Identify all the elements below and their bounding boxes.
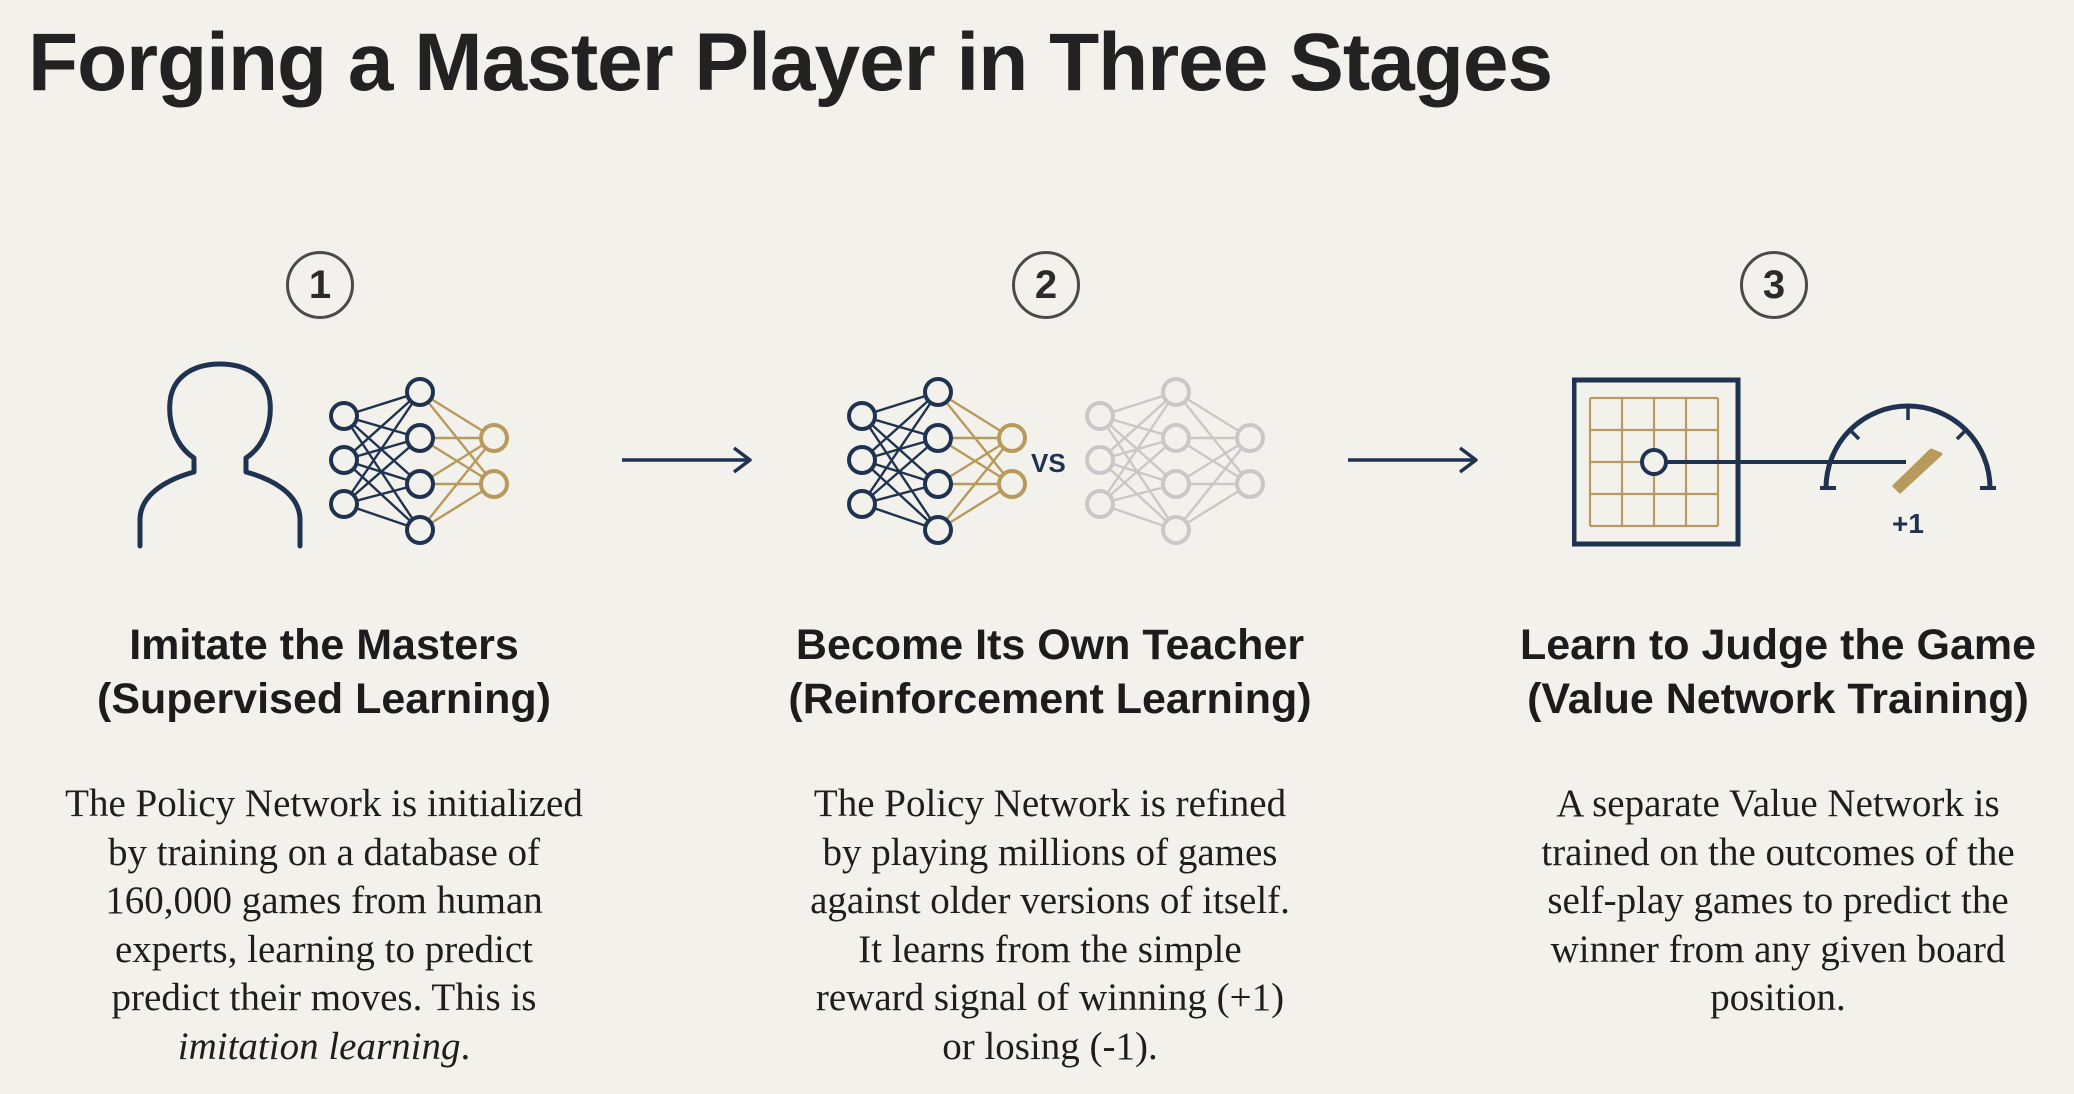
network-edge: [1099, 391, 1177, 461]
network-node: [1161, 515, 1191, 545]
stage-1: 1 Imitate the Masters (Supervised Learni…: [4, 0, 644, 1094]
stage-heading-line: Imitate the Masters: [129, 621, 519, 669]
network-node: [1085, 489, 1115, 519]
network-edge: [861, 437, 939, 505]
faded-neural-network-icon: [1085, 377, 1265, 545]
arrow-right-icon: [622, 446, 752, 474]
network-node: [1235, 469, 1265, 499]
network-node: [923, 423, 953, 453]
description-line: by playing millions of games: [822, 830, 1278, 874]
stage-description: A separate Value Network is trained on t…: [1458, 780, 2074, 1023]
network-node: [405, 377, 435, 407]
description-line: A separate Value Network is: [1556, 782, 2000, 825]
network-node: [923, 469, 953, 499]
person-silhouette-icon: [137, 361, 303, 549]
network-node: [1161, 469, 1191, 499]
gauge-value-label: +1: [1892, 508, 1924, 539]
neural-network-icon: [847, 377, 1027, 545]
network-edge: [861, 391, 939, 461]
description-line: 160,000 games from human: [105, 879, 543, 922]
network-node: [847, 489, 877, 519]
network-node: [405, 423, 435, 453]
gauge-icon: [1820, 403, 1996, 494]
stage-number-badge: 2: [1012, 251, 1080, 319]
description-end: .: [460, 1024, 471, 1068]
description-line: The Policy Network is refined: [813, 782, 1287, 825]
network-node: [405, 515, 435, 545]
description-emphasis: imitation learning: [177, 1024, 461, 1068]
description-line: reward signal of winning (+1): [815, 976, 1285, 1019]
network-edge: [419, 437, 495, 531]
description-line: trained on the outcomes of the: [1541, 830, 2015, 874]
stage-heading: Imitate the Masters (Supervised Learning…: [4, 618, 644, 726]
stage-heading-line: Become Its Own Teacher: [795, 621, 1305, 669]
description-line: by training on a database of: [107, 830, 541, 874]
network-node: [1085, 401, 1115, 431]
description-line: against older versions of itself.: [810, 879, 1290, 922]
description-line: or losing (-1).: [942, 1024, 1158, 1068]
network-edge: [343, 391, 421, 461]
network-node: [1235, 423, 1265, 453]
network-node: [997, 469, 1027, 499]
stage-heading-line: (Reinforcement Learning): [788, 675, 1312, 723]
description-line: position.: [1710, 976, 1846, 1019]
network-edge: [343, 437, 421, 505]
network-node: [1161, 423, 1191, 453]
go-board-icon: [1572, 377, 1906, 547]
stage-heading-line: Learn to Judge the Game: [1519, 621, 2037, 669]
neural-network-icon: [329, 377, 509, 545]
network-node: [479, 469, 509, 499]
network-node: [1161, 377, 1191, 407]
stage-heading: Learn to Judge the Game (Value Network T…: [1458, 618, 2074, 726]
network-edge: [1099, 391, 1177, 505]
description-line: imitation learning.: [4, 1023, 644, 1072]
vs-label: VS: [1031, 448, 1066, 478]
description-line: experts, learning to predict: [114, 927, 533, 971]
network-node: [997, 423, 1027, 453]
stage-heading: Become Its Own Teacher (Reinforcement Le…: [730, 618, 1370, 726]
stage-heading-line: (Value Network Training): [1527, 675, 2029, 723]
network-edge: [937, 437, 1013, 531]
arrow-right-icon: [1348, 446, 1478, 474]
network-edge: [1175, 437, 1251, 531]
stage-3: 3 +1 Learn to Judge the Game (Value Netw…: [1458, 0, 2074, 1094]
stage-number-badge: 3: [1740, 251, 1808, 319]
stage-number-badge: 1: [286, 251, 354, 319]
network-node: [405, 469, 435, 499]
network-node: [329, 489, 359, 519]
network-edge: [343, 391, 421, 505]
stage-2: 2 VS Become Its Own Teacher (Reinforceme…: [730, 0, 1370, 1094]
description-line: It learns from the simple: [858, 927, 1242, 971]
network-node: [923, 515, 953, 545]
description-line: self-play games to predict the: [1547, 879, 2009, 922]
page-title: Forging a Master Player in Three Stages: [28, 17, 1553, 108]
network-edge: [1099, 437, 1177, 505]
network-node: [847, 401, 877, 431]
network-node: [329, 445, 359, 475]
network-edge: [861, 391, 939, 505]
stage-description: The Policy Network is initialized by tra…: [4, 780, 644, 1071]
description-line: winner from any given board: [1550, 927, 2006, 971]
stage-heading-line: (Supervised Learning): [97, 675, 551, 723]
network-node: [329, 401, 359, 431]
network-node: [1085, 445, 1115, 475]
stage-description: The Policy Network is refined by playing…: [730, 780, 1370, 1071]
network-node: [479, 423, 509, 453]
description-line: The Policy Network is initialized: [65, 782, 583, 825]
network-node: [847, 445, 877, 475]
network-node: [923, 377, 953, 407]
description-line: predict their moves. This is: [111, 976, 537, 1019]
